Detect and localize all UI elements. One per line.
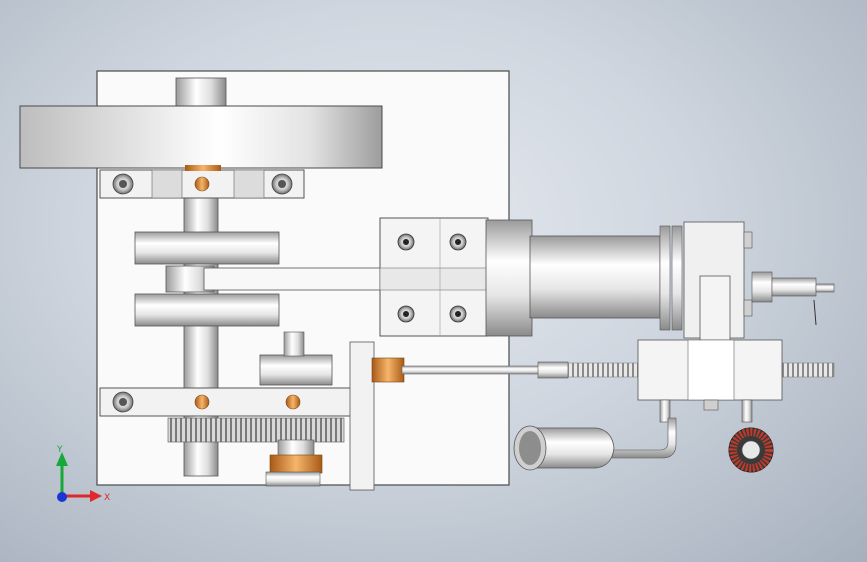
crank-webs[interactable]: [134, 231, 280, 327]
ignition-coil[interactable]: [728, 427, 774, 473]
cylinder[interactable]: [485, 219, 683, 337]
valve-springs[interactable]: [567, 362, 835, 378]
z-axis-dot: [57, 492, 67, 502]
valve-body[interactable]: [637, 339, 783, 423]
crosshead[interactable]: [379, 217, 489, 337]
exhaust-muffler[interactable]: [513, 417, 677, 471]
upper-bearing-block[interactable]: [99, 165, 305, 199]
spark-plug[interactable]: [751, 271, 835, 326]
x-axis-label: X: [104, 493, 110, 503]
coordinate-triad: Y X: [56, 445, 110, 503]
flywheel[interactable]: [19, 105, 383, 169]
pushrod-linkage[interactable]: [349, 341, 569, 491]
y-axis-label: Y: [56, 445, 63, 455]
connecting-rod[interactable]: [203, 267, 385, 291]
cam-gear[interactable]: [99, 331, 373, 487]
